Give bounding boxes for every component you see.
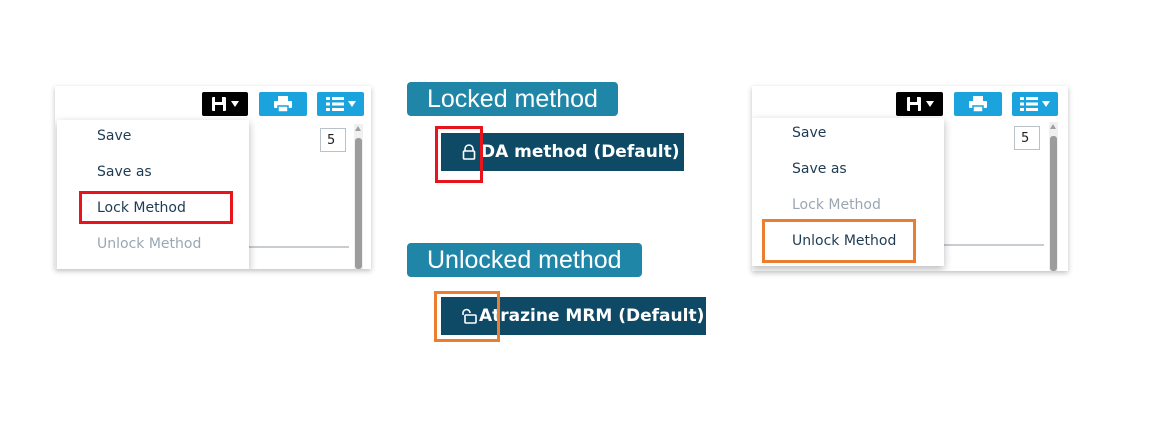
locked-method-caption: Locked method <box>407 82 618 116</box>
save-dropdown-button[interactable] <box>896 92 943 116</box>
menu-item-save[interactable]: Save <box>97 128 132 144</box>
menu-item-lock-method: Lock Method <box>792 197 881 213</box>
menu-item-unlock-method: Unlock Method <box>97 236 202 252</box>
unlocked-method-name: Atrazine MRM (Default) <box>479 306 705 326</box>
chevron-down-icon <box>1042 101 1050 107</box>
menu-item-unlock-method[interactable]: Unlock Method <box>792 233 897 249</box>
divider <box>245 246 349 248</box>
scrollbar[interactable] <box>1049 122 1058 271</box>
right-screenshot-panel: 5 Save Save as Lock Method Unlock Method <box>752 86 1068 271</box>
scroll-up-arrow-icon[interactable] <box>1050 124 1056 129</box>
menu-item-save-as[interactable]: Save as <box>97 164 152 180</box>
printer-icon <box>969 96 987 112</box>
locked-method-name-bar: DA method (Default) <box>441 133 684 171</box>
scroll-up-arrow-icon[interactable] <box>355 126 361 131</box>
list-icon <box>1020 97 1038 111</box>
unlock-icon <box>459 306 479 326</box>
menu-item-save[interactable]: Save <box>792 125 827 141</box>
list-view-dropdown-button[interactable] <box>1012 92 1058 116</box>
list-view-dropdown-button[interactable] <box>317 92 364 116</box>
list-icon <box>325 97 344 111</box>
unlocked-method-caption: Unlocked method <box>407 243 642 277</box>
scrollbar-thumb[interactable] <box>355 138 362 269</box>
save-dropdown-menu: Save Save as Lock Method Unlock Method <box>752 118 944 266</box>
floppy-disk-icon <box>906 97 921 111</box>
save-dropdown-button[interactable] <box>202 92 248 116</box>
save-dropdown-menu: Save Save as Lock Method Unlock Method <box>57 120 249 269</box>
print-button[interactable] <box>954 92 1002 116</box>
scrollbar-thumb[interactable] <box>1050 136 1057 271</box>
menu-item-lock-method[interactable]: Lock Method <box>97 200 186 216</box>
number-input[interactable]: 5 <box>320 128 346 152</box>
divider <box>942 244 1044 246</box>
locked-method-name: DA method (Default) <box>481 142 680 162</box>
chevron-down-icon <box>347 101 356 107</box>
printer-icon <box>274 96 292 112</box>
chevron-down-icon <box>925 101 934 107</box>
floppy-disk-icon <box>212 97 226 111</box>
menu-item-save-as[interactable]: Save as <box>792 161 847 177</box>
lock-icon <box>459 142 479 162</box>
chevron-down-icon <box>231 101 239 107</box>
unlocked-method-name-bar: Atrazine MRM (Default) <box>441 297 706 335</box>
number-input[interactable]: 5 <box>1014 126 1040 150</box>
left-screenshot-panel: 5 Save Save as Lock Method Unlock Method <box>55 86 371 269</box>
scrollbar[interactable] <box>354 124 363 269</box>
print-button[interactable] <box>259 92 307 116</box>
